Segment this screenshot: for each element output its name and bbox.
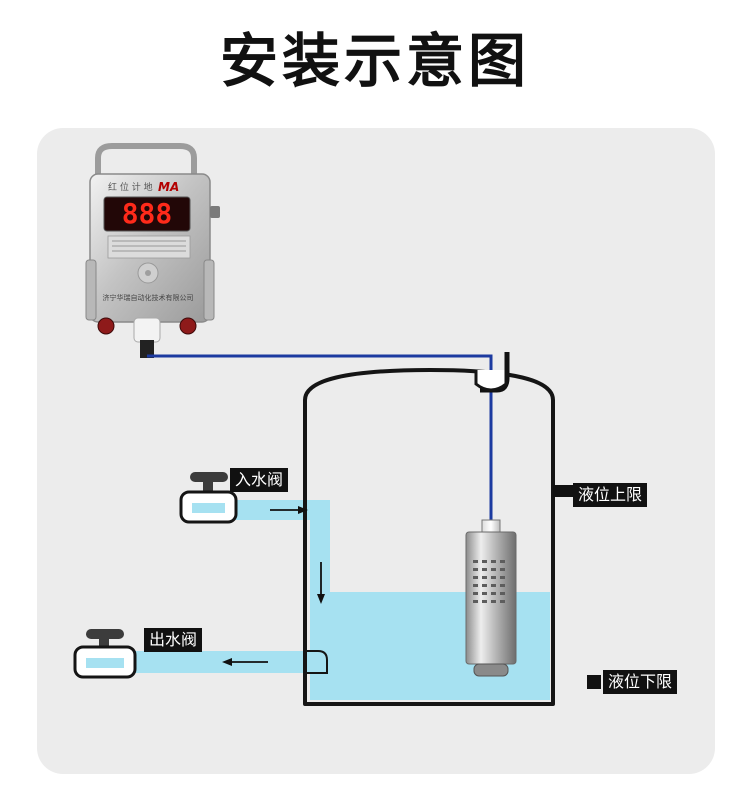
outlet-valve-handle [86, 629, 124, 639]
page-title: 安装示意图 [219, 27, 530, 95]
device-maker-text: 济宁华瑞自动化技术有限公司 [103, 293, 194, 302]
device-cable-gland [133, 317, 161, 343]
outlet-valve [73, 629, 137, 679]
tank-outline [303, 368, 555, 706]
signal-cable [147, 354, 493, 522]
device-screen-digits: 888 [122, 197, 173, 230]
flow-arrows [222, 506, 325, 666]
inlet-valve-label: 入水阀 [230, 468, 289, 492]
tank-inlet-notch [474, 370, 508, 392]
probe-vent-holes [473, 560, 505, 603]
outlet-pipe-end [305, 650, 328, 674]
device-brand-mark: MA [158, 180, 179, 194]
lower-limit-marker [587, 675, 601, 689]
device-side-port [210, 206, 220, 218]
display-device: 红 位 计 地 MA 888 济宁华瑞自动化技术有限公司 [85, 143, 220, 358]
device-lamp-left [97, 317, 115, 335]
device-screen [103, 196, 191, 232]
device-handle [95, 143, 197, 178]
upper-limit-label: 液位上限 [573, 483, 648, 507]
outlet-valve-label: 出水阀 [144, 628, 203, 652]
inlet-valve-handle [190, 472, 228, 482]
device-bracket-right [203, 259, 215, 321]
level-probe [465, 519, 517, 677]
device-top-label: 红 位 计 地 [108, 181, 153, 193]
upper-limit-marker [553, 485, 573, 497]
inlet-valve [179, 472, 238, 524]
device-lamp-right [179, 317, 197, 335]
probe-body [465, 531, 517, 665]
probe-tip [473, 663, 509, 677]
water-in-tank [327, 592, 550, 700]
device-info-plate [107, 235, 191, 259]
lower-limit-label: 液位下限 [603, 670, 678, 694]
device-bracket-left [85, 259, 97, 321]
